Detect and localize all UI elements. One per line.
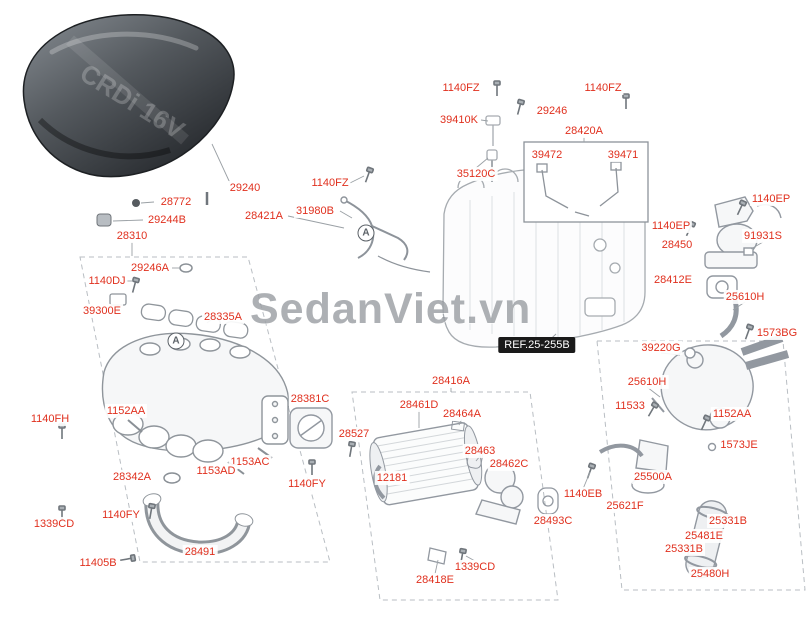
part-label-1140fz: 1140FZ xyxy=(309,175,351,191)
part-label-12181: 12181 xyxy=(374,470,410,486)
part-label-39300e: 39300E xyxy=(81,303,123,319)
part-label-39410k: 39410K xyxy=(438,112,480,128)
part-label-28381c: 28381C xyxy=(288,391,332,407)
part-label-28463: 28463 xyxy=(462,443,498,459)
part-label-11533: 11533 xyxy=(613,398,647,414)
engine-cover: CRDi 16V xyxy=(22,14,235,227)
part-label-39472: 39472 xyxy=(529,147,565,163)
part-label-25610h: 25610H xyxy=(625,374,669,390)
manifold-gasket xyxy=(140,303,249,339)
part-label-35120c: 35120C xyxy=(454,166,498,182)
part-label-29240: 29240 xyxy=(227,180,263,196)
part-label-29244b: 29244B xyxy=(146,212,188,228)
part-label-28418e: 28418E xyxy=(414,572,456,588)
part-label-1152aa: 1152AA xyxy=(710,406,754,422)
part-label-39471: 39471 xyxy=(605,147,641,163)
egr-cooler xyxy=(369,422,483,506)
part-label-1140fz: 1140FZ xyxy=(582,80,624,96)
part-label-1339cd: 1339CD xyxy=(452,559,498,575)
part-label-25621f: 25621F xyxy=(604,498,646,514)
part-label-1153ac: 1153AC xyxy=(228,454,272,470)
watermark: SedanViet.vn xyxy=(250,285,532,333)
part-label-1140ep: 1140EP xyxy=(649,218,693,234)
part-label-1152aa: 1152AA xyxy=(104,403,148,419)
part-label-1140dj: 1140DJ xyxy=(86,273,128,289)
part-label-31980b: 31980B xyxy=(294,203,336,219)
part-label-25500a: 25500A xyxy=(632,469,674,485)
part-label-25480h: 25480H xyxy=(688,566,732,582)
thermostat-assembly xyxy=(598,334,790,494)
part-label-28342a: 28342A xyxy=(111,469,153,485)
ref-label: REF.25-255B xyxy=(498,336,576,354)
part-label-1140fy: 1140FY xyxy=(286,476,328,492)
part-label-39220g: 39220G xyxy=(639,340,683,356)
breather-hose xyxy=(142,493,254,556)
egr-valve-center xyxy=(475,462,524,525)
intake-manifold xyxy=(101,332,290,463)
bottom-bracket xyxy=(427,547,447,565)
part-label-1140fz: 1140FZ xyxy=(440,80,482,96)
part-label-25481e: 25481E xyxy=(683,528,725,544)
part-label-25610h: 25610H xyxy=(723,289,767,305)
part-label-1140fy: 1140FY xyxy=(100,507,142,523)
egr-gasket-right xyxy=(537,487,559,515)
part-label-28450: 28450 xyxy=(659,237,695,253)
part-label-1573bg: 1573BG xyxy=(754,325,800,341)
part-label-1140fh: 1140FH xyxy=(28,411,72,427)
part-label-28310: 28310 xyxy=(114,228,150,244)
part-label-28493c: 28493C xyxy=(531,513,575,529)
part-label-25331b: 25331B xyxy=(663,541,705,557)
part-label-1140ep: 1140EP xyxy=(749,191,793,207)
egr-bracket-small xyxy=(450,420,466,432)
part-label-28464a: 28464A xyxy=(441,406,483,422)
part-label-28527: 28527 xyxy=(336,426,372,442)
part-label-25331b: 25331B xyxy=(707,513,749,529)
part-label-1573je: 1573JE xyxy=(718,437,760,453)
part-label-1339cd: 1339CD xyxy=(31,516,77,532)
callout-a: A xyxy=(357,224,375,242)
part-label-28412e: 28412E xyxy=(652,272,694,288)
throttle-body xyxy=(289,407,333,449)
part-label-29246a: 29246A xyxy=(129,260,171,276)
part-label-29246: 29246 xyxy=(534,103,570,119)
egr-valve-upper xyxy=(704,196,782,339)
part-label-91931s: 91931S xyxy=(742,228,784,244)
part-label-1140eb: 1140EB xyxy=(561,486,605,502)
part-label-28772: 28772 xyxy=(158,194,194,210)
callout-a: A xyxy=(167,332,185,350)
part-label-28421a: 28421A xyxy=(243,208,285,224)
part-label-28416a: 28416A xyxy=(430,373,472,389)
part-label-28462c: 28462C xyxy=(487,456,531,472)
part-label-28420a: 28420A xyxy=(563,123,605,139)
part-label-1153ad: 1153AD xyxy=(194,463,238,479)
part-label-28335a: 28335A xyxy=(202,309,244,325)
part-label-28491: 28491 xyxy=(182,544,218,560)
part-label-28461d: 28461D xyxy=(397,397,441,413)
part-label-11405b: 11405B xyxy=(77,555,119,571)
harness-bracket xyxy=(340,196,431,273)
